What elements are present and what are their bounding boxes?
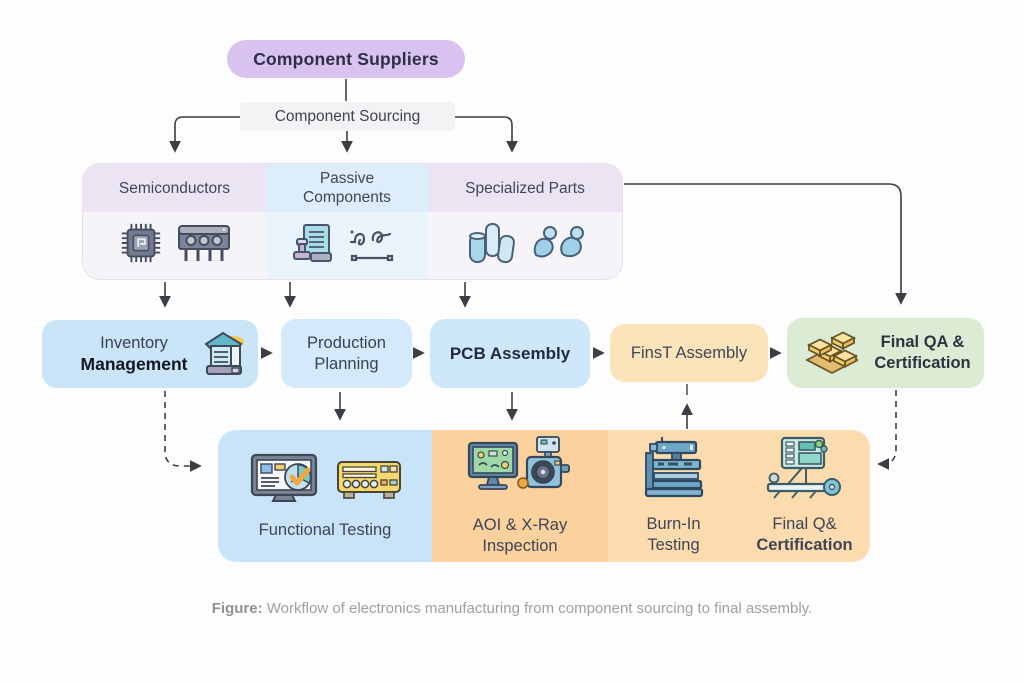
- inventory-management-node: Inventory Management: [42, 320, 258, 388]
- component-categories-panel: Semiconductors: [82, 163, 623, 280]
- burn-in-testing-node: Burn-In Testing: [608, 436, 739, 556]
- ic-package-icon: [174, 221, 232, 270]
- aoi-label-line1: AOI & X-Ray: [472, 516, 568, 534]
- final-cert-label-line1: Final Q&: [772, 515, 837, 533]
- figure-caption: Figure: Workflow of electronics manufact…: [0, 600, 1024, 617]
- component-stack-icon: [289, 219, 337, 272]
- specialized-label: Specialized Parts: [428, 164, 622, 212]
- monitor-check-icon: [248, 452, 326, 512]
- component-suppliers-node: Component Suppliers: [227, 40, 465, 78]
- figure-caption-text: Workflow of electronics manufacturing fr…: [266, 600, 813, 617]
- final-assembly-node: FinsT Assembly: [610, 324, 768, 382]
- pcb-assembly-node: PCB Assembly: [430, 319, 590, 388]
- aoi-xray-node: AOI & X-Ray Inspection: [432, 430, 608, 562]
- category-specialized-parts: Specialized Parts: [428, 164, 622, 279]
- capacitor-cylinders-icon: [464, 218, 520, 273]
- final-qa-label-line2: Certification: [874, 354, 971, 372]
- inventory-label-line2: Management: [80, 354, 188, 374]
- burn-in-label-line2: Testing: [647, 536, 700, 554]
- semiconductors-label: Semiconductors: [83, 164, 266, 212]
- component-sourcing-node: Component Sourcing: [240, 102, 455, 131]
- burn-in-machine-icon: [638, 436, 710, 506]
- component-suppliers-label: Component Suppliers: [253, 48, 439, 69]
- figure-caption-prefix: Figure:: [211, 600, 263, 617]
- microchip-icon: [118, 220, 164, 271]
- functional-testing-label: Functional Testing: [258, 520, 392, 539]
- production-label-line1: Production: [307, 333, 386, 352]
- final-cert-label-line2: Certification: [756, 536, 853, 554]
- final-assembly-label: FinsT Assembly: [630, 343, 748, 362]
- burn-in-label-line1: Burn-In: [646, 515, 701, 533]
- conveyor-inspection-icon: [762, 436, 848, 506]
- pallet-boxes-icon: [803, 325, 861, 381]
- category-semiconductors: Semiconductors: [83, 164, 266, 279]
- pcb-assembly-label: PCB Assembly: [449, 344, 571, 363]
- production-planning-node: Production Planning: [281, 319, 412, 388]
- resistor-squiggle-icon: [347, 220, 405, 271]
- category-passive-components: Passive Components: [266, 164, 428, 279]
- passive-label-line1: Passive: [319, 170, 375, 187]
- final-qa-label-line1: Final QA &: [880, 333, 965, 351]
- final-certification-node: Final Q& Certification: [739, 436, 870, 556]
- production-label-line2: Planning: [314, 354, 379, 373]
- passive-label-line2: Components: [303, 189, 391, 206]
- burn-in-cert-panel: Burn-In Testing: [608, 430, 870, 562]
- connector-pair-icon: [530, 221, 586, 270]
- aoi-label-line2: Inspection: [482, 537, 558, 555]
- test-instrument-icon: [336, 456, 402, 512]
- functional-testing-node: Functional Testing: [218, 430, 432, 562]
- component-sourcing-label: Component Sourcing: [274, 107, 421, 125]
- warehouse-icon: [200, 326, 248, 382]
- aoi-camera-icon: [465, 435, 575, 507]
- inventory-label-line1: Inventory: [100, 334, 168, 352]
- final-qa-node: Final QA & Certification: [787, 318, 984, 388]
